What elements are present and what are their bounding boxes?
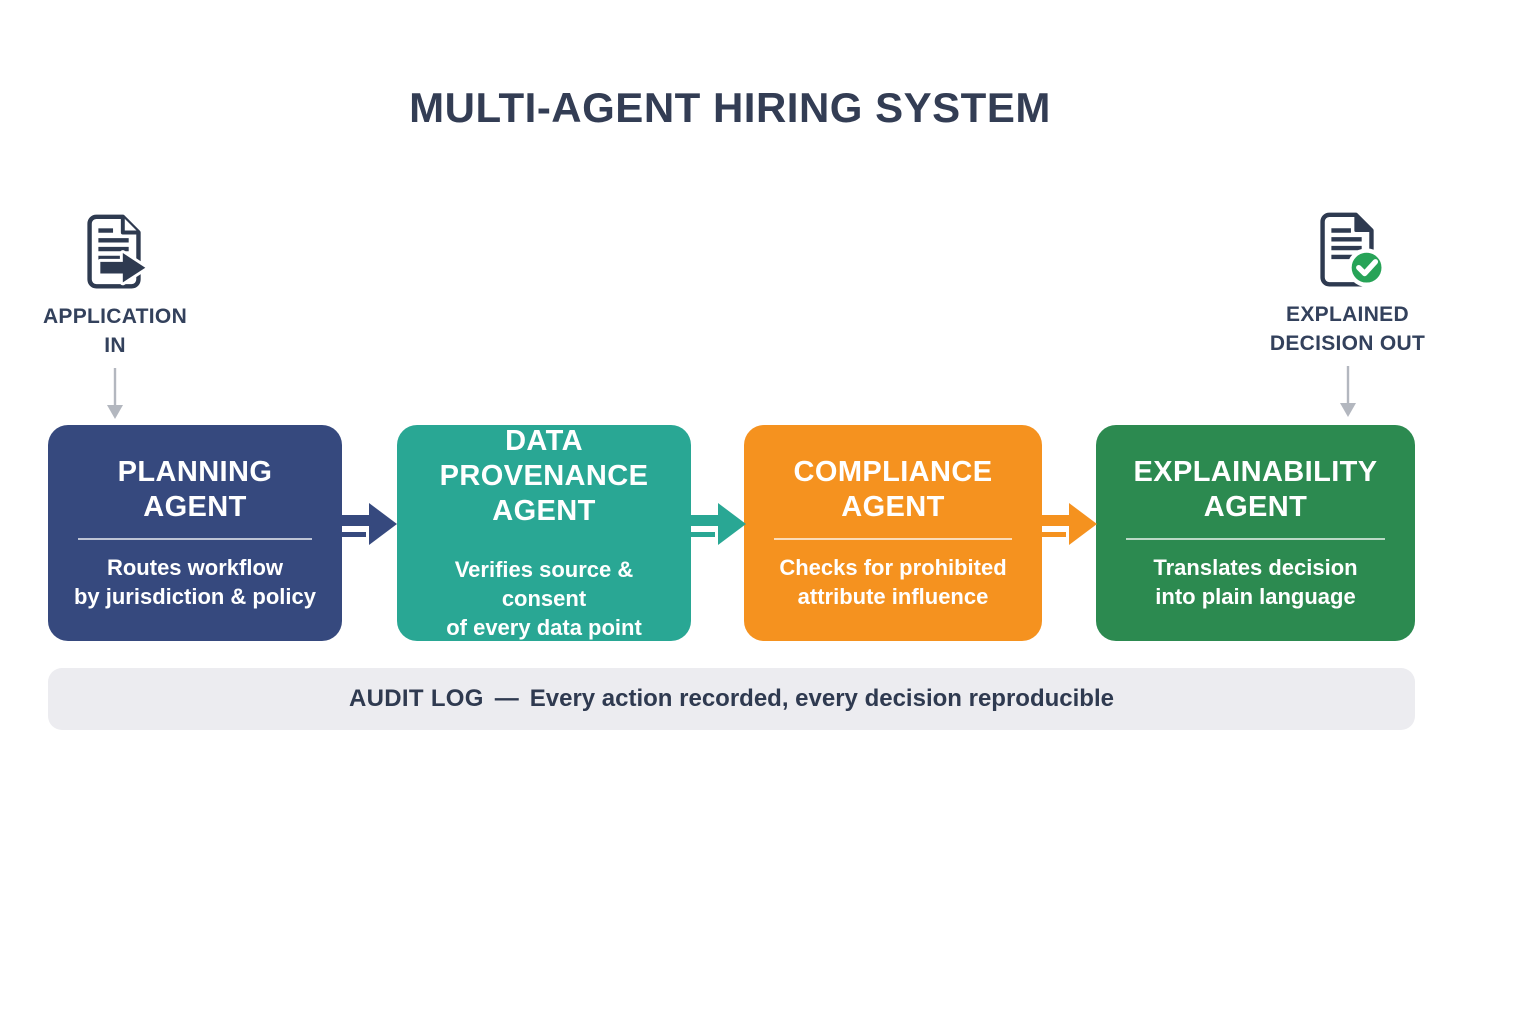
agent-box-data-provenance: DATA PROVENANCE AGENT Verifies source & … bbox=[397, 425, 691, 641]
flow-input: APPLICATION IN bbox=[10, 210, 220, 420]
down-arrow-icon bbox=[1339, 366, 1356, 417]
agent-description: Routes workflow by jurisdiction & policy bbox=[73, 555, 317, 609]
agent-box-explainability: EXPLAINABILITY AGENT Translates decision… bbox=[1096, 425, 1415, 641]
divider bbox=[774, 538, 1012, 540]
flow-arrow-icon bbox=[340, 503, 397, 545]
audit-log-text: Every action recorded, every decision re… bbox=[529, 685, 1114, 712]
flow-arrow-icon bbox=[689, 503, 746, 545]
divider bbox=[1126, 538, 1385, 540]
flow-input-label: APPLICATION IN bbox=[43, 302, 187, 360]
divider bbox=[78, 538, 312, 540]
agent-box-planning: PLANNING AGENT Routes workflow by jurisd… bbox=[48, 425, 342, 641]
page-title: MULTI-AGENT HIRING SYSTEM bbox=[409, 84, 1051, 131]
audit-log-label: AUDIT LOG bbox=[349, 685, 484, 712]
document-out-icon bbox=[87, 214, 149, 289]
audit-log-separator: — bbox=[494, 685, 519, 712]
check-badge-icon bbox=[1346, 248, 1386, 287]
flow-input-label-line1: APPLICATION bbox=[42, 305, 188, 328]
flow-arrow-icon bbox=[1040, 503, 1097, 545]
document-check-icon bbox=[1319, 212, 1386, 287]
flow-input-label-line2: IN bbox=[104, 334, 126, 357]
flow-output-label-line2: DECISION OUT bbox=[1269, 332, 1426, 355]
agent-description: Verifies source & consent of every data … bbox=[446, 557, 642, 640]
flow-output-label: EXPLAINED DECISION OUT bbox=[1270, 300, 1425, 358]
agent-name: COMPLIANCE AGENT bbox=[793, 456, 993, 523]
flow-output: EXPLAINED DECISION OUT bbox=[1245, 208, 1450, 418]
agent-name: PLANNING AGENT bbox=[117, 456, 273, 523]
down-arrow-icon bbox=[107, 368, 123, 419]
agent-box-compliance: COMPLIANCE AGENT Checks for prohibited a… bbox=[744, 425, 1042, 641]
flow-output-label-line1: EXPLAINED bbox=[1286, 303, 1409, 326]
agent-name: EXPLAINABILITY AGENT bbox=[1133, 456, 1378, 523]
agent-name: DATA PROVENANCE AGENT bbox=[439, 425, 649, 527]
audit-log-bar: AUDIT LOG — Every action recorded, every… bbox=[48, 668, 1415, 730]
agent-description: Checks for prohibited attribute influenc… bbox=[779, 555, 1007, 609]
agent-description: Translates decision into plain language bbox=[1153, 555, 1358, 609]
